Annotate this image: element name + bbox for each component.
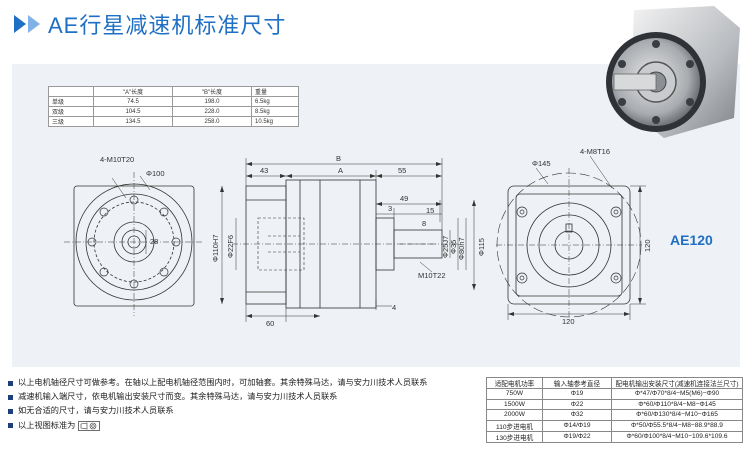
title-arrow-icon <box>14 15 26 33</box>
dim-label: 4-M10T20 <box>100 155 134 164</box>
table-header-cell: 适配电机功率 <box>486 377 543 389</box>
table-cell: Φ*50/Φ55.5*8/4−M8−88.9*88.9 <box>611 419 743 432</box>
list-item: 减速机输入端尺寸，依电机输出安装尺寸而变。其余特殊马达，请与安力川技术人员联系 <box>8 390 427 404</box>
dim-label: Φ22F6 <box>226 235 235 258</box>
output-end-view <box>496 155 646 322</box>
dim-label: 43 <box>260 166 268 175</box>
dim-label: M10T22 <box>418 271 446 280</box>
table-row: 110步进电机 Φ14/Φ19 Φ*50/Φ55.5*8/4−M8−88.9*8… <box>486 419 743 432</box>
bullet-icon <box>8 423 13 429</box>
table-cell: 2000W <box>486 409 543 421</box>
dim-label: Φ80h7 <box>457 237 466 260</box>
table-cell: 1500W <box>486 398 543 411</box>
page-title: AE行星减速机标准尺寸 <box>48 13 287 38</box>
table-cell: Φ*60/Φ130*8/4−M10−Φ165 <box>611 409 743 421</box>
table-cell: Φ19 <box>542 388 612 400</box>
dim-label: 120 <box>643 239 652 252</box>
dim-label: A <box>338 166 343 175</box>
title-arrow-icon-light <box>28 15 40 33</box>
dim-label: 28 <box>150 237 158 246</box>
table-header-cell: 配电机输出安装尺寸(减速机连接法兰尺寸) <box>611 377 743 389</box>
dim-label: 120 <box>562 317 575 326</box>
list-item: 以上视图标准为 <box>8 419 427 433</box>
table-row: 750W Φ19 Φ*47/Φ70*8/4−M5(M6)−Φ90 <box>486 388 743 400</box>
dim-label: Φ25J7 <box>441 236 450 258</box>
bullet-icon <box>8 380 13 386</box>
dim-label: Φ110H7 <box>211 234 220 262</box>
dim-label: B <box>336 154 341 163</box>
dim-label: 4-M8T16 <box>580 147 610 156</box>
table-row: 三级 134.5 258.0 10.5kg <box>48 116 299 127</box>
dim-label: Φ35 <box>449 240 458 254</box>
table-cell: Φ*60/Φ110*8/4−M8−Φ145 <box>611 398 743 411</box>
title-bar: AE行星减速机标准尺寸 <box>14 8 286 40</box>
note-text: 减速机输入端尺寸，依电机输出安装尺寸而变。其余特殊马达，请与安力川技术人员联系 <box>18 392 338 402</box>
table-cell: 750W <box>486 388 543 400</box>
dim-label: 55 <box>398 166 406 175</box>
dim-label: Φ145 <box>532 159 551 168</box>
dim-label: 15 <box>426 206 434 215</box>
model-label: AE120 <box>670 232 713 248</box>
bullet-icon <box>8 394 13 400</box>
table-cell: 130步进电机 <box>486 430 543 443</box>
table-row: 1500W Φ22 Φ*60/Φ110*8/4−M8−Φ145 <box>486 398 743 411</box>
projection-symbol-icon <box>78 420 101 431</box>
table-row: 130步进电机 Φ19/Φ22 Φ*60/Φ100*8/4−M10−109.6*… <box>486 430 743 443</box>
table-cell: Φ*60/Φ100*8/4−M10−109.6*109.6 <box>611 430 743 443</box>
length-weight-table: "A"长度 "B"长度 重量 单级 74.5 198.0 6.5kg 双级 10… <box>48 86 299 127</box>
table-cell: Φ*47/Φ70*8/4−M5(M6)−Φ90 <box>611 388 743 400</box>
note-text: 如无合适的尺寸，请与安力川技术人员联系 <box>18 406 174 416</box>
dim-label: 3 <box>388 204 392 213</box>
table-cell: Φ19/Φ22 <box>542 430 612 443</box>
product-photo <box>606 6 740 138</box>
table-cell: 110步进电机 <box>486 419 543 432</box>
dim-label: Φ115 <box>477 238 486 256</box>
table-cell: Φ22 <box>542 398 612 411</box>
list-item: 如无合适的尺寸，请与安力川技术人员联系 <box>8 404 427 418</box>
list-item: 以上电机轴径尺寸可做参考。在轴以上配电机轴径范围内时，可加轴套。其余特殊马达，请… <box>8 376 427 390</box>
dim-label: 4 <box>392 303 396 312</box>
table-header-cell: 输入轴参考直径 <box>542 377 612 389</box>
table-header-row: 适配电机功率 输入轴参考直径 配电机输出安装尺寸(减速机连接法兰尺寸) <box>486 377 743 389</box>
motor-adapter-table: 适配电机功率 输入轴参考直径 配电机输出安装尺寸(减速机连接法兰尺寸) 750W… <box>486 377 743 443</box>
bullet-icon <box>8 409 13 414</box>
note-text: 以上电机轴径尺寸可做参考。在轴以上配电机轴径范围内时，可加轴套。其余特殊马达，请… <box>18 378 428 387</box>
note-text: 以上视图标准为 <box>18 420 76 430</box>
table-cell: Φ32 <box>542 409 612 421</box>
table-row: 2000W Φ32 Φ*60/Φ130*8/4−M10−Φ165 <box>486 409 743 421</box>
dim-label: 49 <box>400 194 408 203</box>
table-cell: Φ14/Φ19 <box>542 419 612 432</box>
notes-list: 以上电机轴径尺寸可做参考。在轴以上配电机轴径范围内时，可加轴套。其余特殊马达，请… <box>8 376 427 433</box>
input-end-view <box>64 172 204 316</box>
dim-label: 8 <box>422 219 426 228</box>
dim-label: Φ100 <box>146 169 165 178</box>
dim-label: 60 <box>266 319 274 328</box>
side-view <box>220 158 476 322</box>
table-cell: 10.5kg <box>251 116 299 127</box>
